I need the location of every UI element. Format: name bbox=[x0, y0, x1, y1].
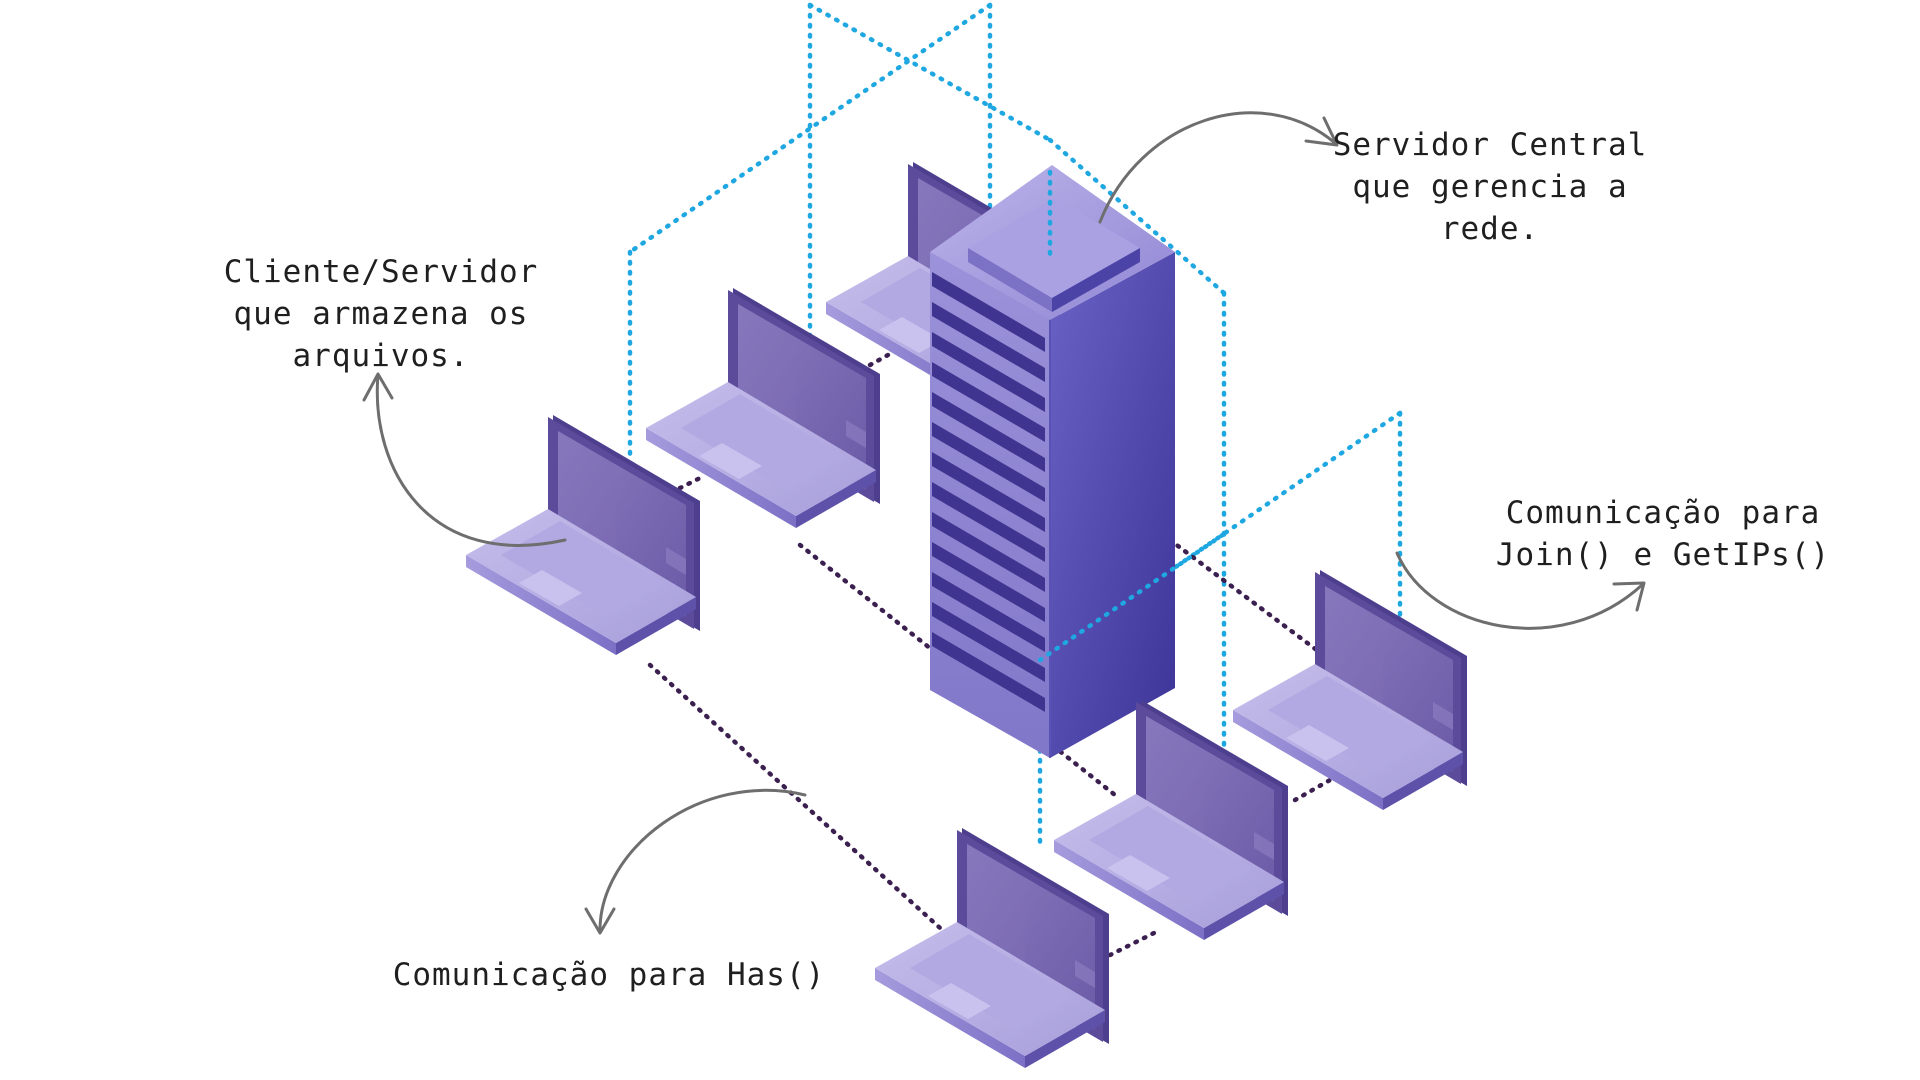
laptop-bottom bbox=[875, 828, 1109, 1068]
server-tower-icon bbox=[930, 165, 1175, 758]
arrow-join-label bbox=[1395, 551, 1646, 630]
arrow-has-label bbox=[584, 788, 807, 935]
label-client-line3: arquivos. bbox=[293, 338, 470, 374]
label-join: Comunicação para Join() e GetIPs() bbox=[1496, 495, 1830, 573]
label-server-line3: rede. bbox=[1441, 211, 1539, 247]
arrow-server-label bbox=[1098, 111, 1339, 224]
label-join-line2: Join() e GetIPs() bbox=[1496, 537, 1830, 573]
label-client-line2: que armazena os bbox=[234, 296, 529, 332]
label-server: Servidor Central que gerencia a rede. bbox=[1333, 127, 1648, 247]
label-server-line2: que gerencia a bbox=[1352, 169, 1627, 205]
label-client: Cliente/Servidor que armazena os arquivo… bbox=[224, 254, 539, 374]
label-client-line1: Cliente/Servidor bbox=[224, 254, 539, 290]
label-join-line1: Comunicação para bbox=[1506, 495, 1821, 531]
label-server-line1: Servidor Central bbox=[1333, 127, 1648, 163]
label-has: Comunicação para Has() bbox=[393, 957, 826, 993]
label-has-line1: Comunicação para Has() bbox=[393, 957, 826, 993]
arrow-client-label bbox=[362, 372, 567, 547]
blue-link-front bbox=[1037, 531, 1227, 663]
laptop-right bbox=[1233, 570, 1467, 810]
